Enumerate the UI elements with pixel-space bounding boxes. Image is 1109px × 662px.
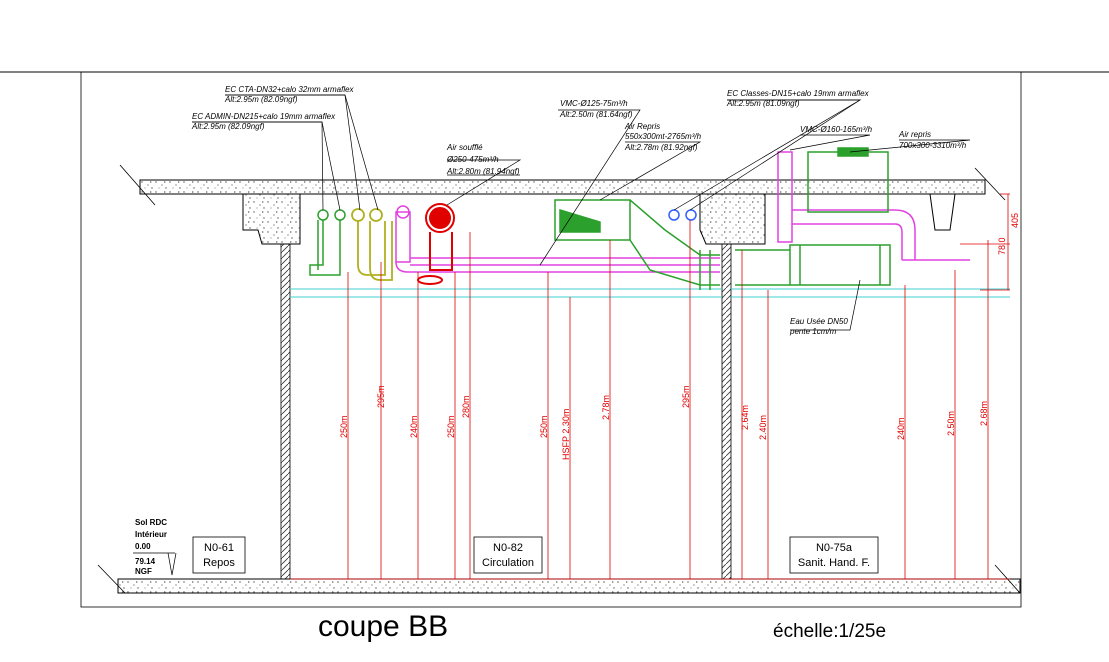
dim-16: 78.0	[997, 237, 1007, 255]
label-air-souffle-flow: Ø250-475m³/h	[446, 155, 499, 164]
leader-lines	[192, 94, 971, 331]
vmc-160-duct	[777, 151, 970, 261]
label-ec-cta: EC CTA-DN32+calo 32mm armaflex	[225, 85, 355, 94]
label-air-souffle-alt: Alt:2.80m (81.94ngf)	[446, 167, 520, 176]
room-3-name: Sanit. Hand. F.	[798, 557, 870, 569]
dim-7: HSFP 2.30m	[561, 409, 571, 460]
label-ec-admin-alt: Alt:2.95m (82.09ngf)	[191, 122, 265, 131]
wall-2	[721, 243, 732, 580]
dim-15: 405	[1010, 213, 1020, 228]
label-air-repris-2: Air repris	[898, 130, 931, 139]
dim-5: 280m	[461, 395, 471, 418]
floor-slab	[117, 578, 1021, 594]
drawing-title: coupe BB	[318, 610, 448, 643]
room-2-code: N0-82	[493, 542, 523, 554]
room-1-name: Repos	[203, 557, 235, 569]
label-vmc125-alt: Alt:2.50m (81.64ngf)	[559, 110, 633, 119]
beam-left	[242, 193, 301, 245]
drawing-scale: échelle:1/25e	[773, 621, 886, 642]
dim-4: 250m	[446, 415, 456, 438]
level-line5: NGF	[135, 567, 152, 576]
level-marker: Sol RDC Intérieur 0.00 79.14 NGF	[133, 518, 177, 576]
dim-13: 2.50m	[946, 411, 956, 436]
label-ec-classes-alt: Alt:2.95m (81.09ngf)	[726, 99, 800, 108]
dim-11: 2.40m	[758, 415, 768, 440]
beam-middle	[699, 193, 766, 245]
dim-6: 250m	[539, 415, 549, 438]
label-air-repris-1: Air Repris	[624, 122, 660, 131]
dim-10: 2.64m	[740, 405, 750, 430]
air-repris-duct-1	[554, 199, 720, 290]
dim-9: 295m	[681, 385, 691, 408]
level-line4: 79.14	[135, 557, 156, 566]
label-vmc125: VMC-Ø125-75m³/h	[560, 99, 628, 108]
beam-right	[929, 193, 956, 231]
level-line3: 0.00	[135, 542, 151, 551]
label-air-repris-1-flow: 550x300mt-2765m³/h	[625, 132, 702, 141]
room-1-code: N0-61	[204, 542, 234, 554]
label-ec-cta-alt: Alt:2.95m (82.09ngf)	[224, 95, 298, 104]
ec-cta-pipes	[351, 208, 393, 281]
label-ec-admin: EC ADMIN-DN215+calo 19mm armaflex	[192, 112, 336, 121]
label-ec-classes: EC Classes-DN15+calo 19mm armaflex	[727, 89, 870, 98]
label-air-repris-1-alt: Alt:2.78m (81.92ngf)	[624, 143, 698, 152]
room-2-name: Circulation	[482, 557, 534, 569]
label-pente: pente 1cm/m	[789, 327, 837, 336]
label-air-souffle: Air soufflé	[446, 143, 483, 152]
dim-3: 240m	[409, 415, 419, 438]
dim-14: 2.68m	[979, 401, 989, 426]
ec-classes-pipes	[668, 209, 697, 221]
vmc-125-duct	[395, 205, 720, 273]
room-tag-2: N0-82 Circulation	[473, 536, 543, 574]
room-tag-3: N0-75a Sanit. Hand. F.	[789, 536, 879, 574]
dim-8: 2.78m	[601, 395, 611, 420]
level-line2: Intérieur	[135, 530, 167, 539]
ec-admin-pipes	[309, 209, 346, 276]
label-vmc160: VMC-Ø160-165m³/h	[800, 125, 873, 134]
dim-2: 295m	[376, 385, 386, 408]
dim-1: 250m	[339, 415, 349, 438]
label-eau-use: Eau Usée DN50	[790, 317, 848, 326]
label-air-repris-2-flow: 700x300-3310m³/h	[899, 141, 967, 150]
wall-1	[280, 243, 291, 580]
drawing-frame	[80, 71, 1022, 608]
room-tag-1: N0-61 Repos	[192, 536, 246, 574]
dimension-texts: 250m 295m 240m 250m 280m 250m HSFP 2.30m…	[339, 213, 1020, 460]
level-line1: Sol RDC	[135, 518, 167, 527]
dimension-lines	[290, 193, 1010, 580]
ceiling-slab	[139, 179, 986, 195]
dim-12: 240m	[896, 417, 906, 440]
room-3-code: N0-75a	[816, 542, 853, 554]
